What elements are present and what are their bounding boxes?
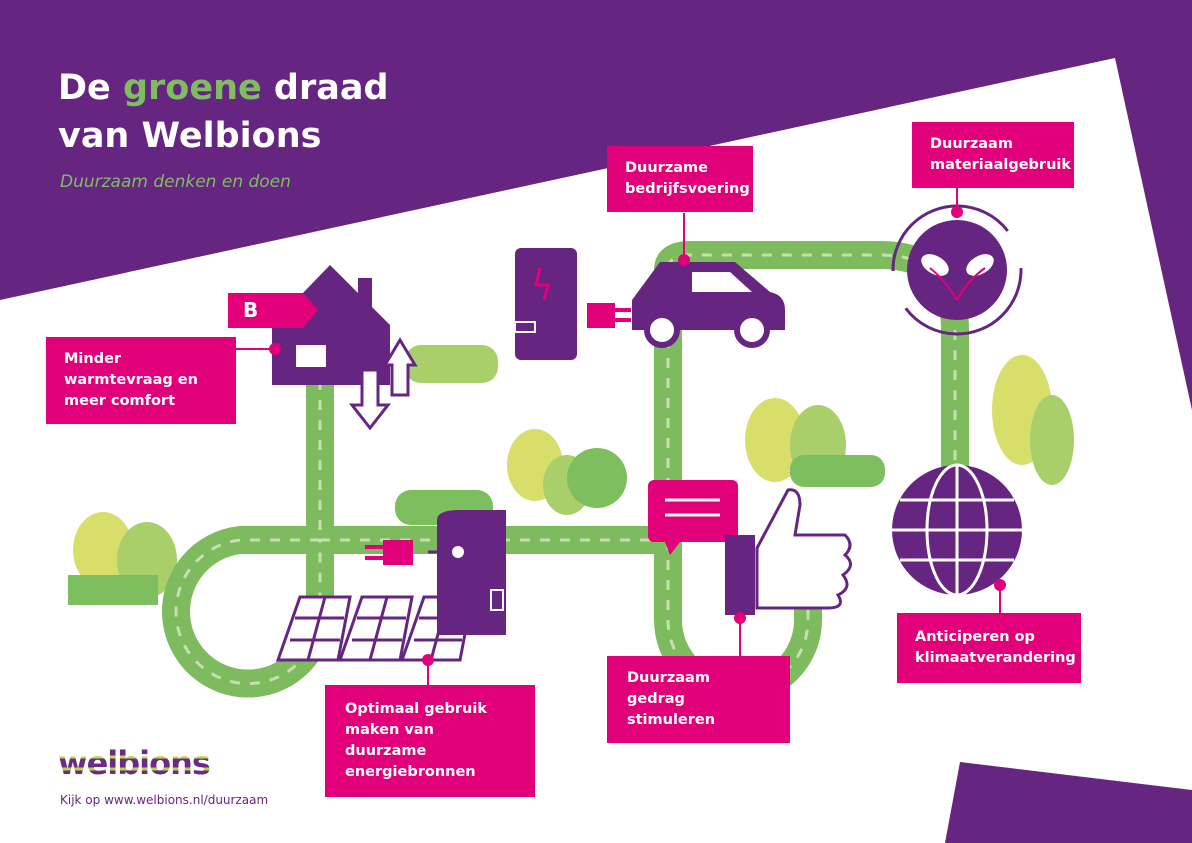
label-klimaat: Anticiperen op klimaatverandering	[897, 613, 1081, 683]
label-energiebronnen: Optimaal gebruik maken van duurzame ener…	[325, 685, 535, 797]
house-icon	[228, 265, 390, 385]
label-gedrag: Duurzaam gedrag stimuleren	[607, 656, 790, 743]
title-part1: De	[58, 68, 123, 108]
subtitle: Duurzaam denken en doen	[60, 172, 291, 192]
energy-label: B	[243, 298, 259, 322]
website-link[interactable]: Kijk op www.welbions.nl/duurzaam	[60, 793, 269, 807]
inverter-icon	[365, 510, 506, 635]
label-pointers	[236, 188, 1006, 685]
title-line2: van Welbions	[58, 116, 322, 156]
label-materiaalgebruik: Duurzaam materiaalgebruik	[912, 122, 1074, 188]
purple-corner	[945, 762, 1192, 843]
thumbs-up-icon	[725, 488, 852, 615]
sprout-icon	[891, 204, 1023, 336]
page-title: De groene draad van Welbions	[58, 64, 389, 160]
speech-bubble-icon	[648, 480, 738, 555]
trees	[68, 345, 1074, 605]
charging-station-icon	[514, 248, 631, 360]
car-icon	[632, 262, 785, 348]
title-part2: draad	[261, 68, 389, 108]
purple-banner	[0, 0, 1192, 410]
globe-icon	[892, 463, 1022, 597]
title-highlight: groene	[122, 68, 262, 108]
label-warmtevraag: Minder warmtevraag en meer comfort	[46, 337, 236, 424]
label-bedrijfsvoering: Duurzame bedrijfsvoering	[607, 146, 753, 212]
welbions-logo: welbions	[58, 744, 211, 782]
arrows-icon	[348, 337, 418, 431]
